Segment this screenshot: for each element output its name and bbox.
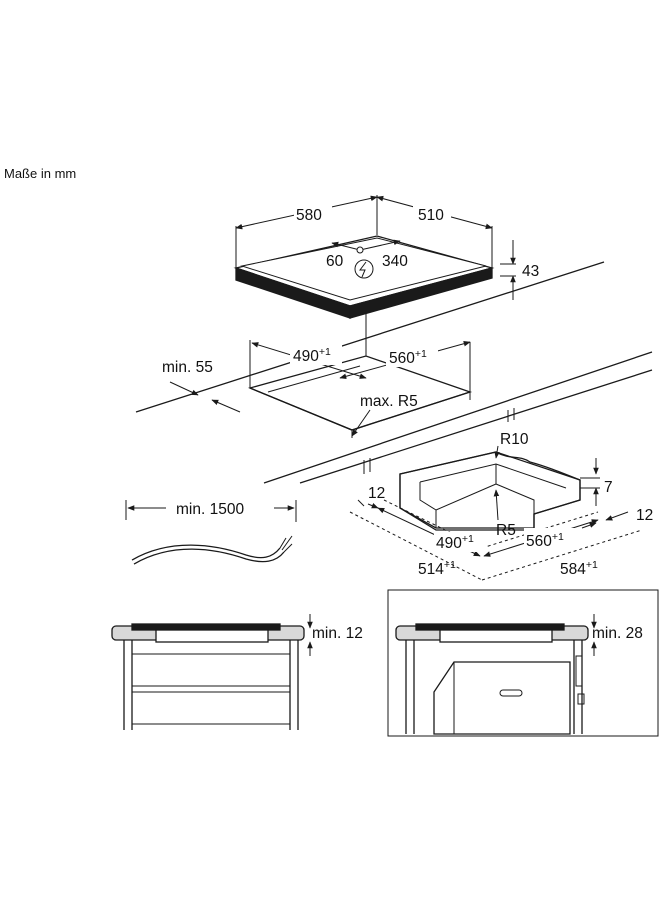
power-symbol-icon <box>354 259 374 279</box>
outer-depth-label: 584+1 <box>560 559 598 578</box>
outer-depth-tolerance: +1 <box>586 559 598 571</box>
inner-radius-label: R5 <box>496 522 516 539</box>
inner-depth-value: 560 <box>526 533 552 550</box>
worktop-cutout-drawing: 490+1 560+1 min. 55 max. R5 <box>135 261 653 484</box>
outer-depth-value: 584 <box>560 561 586 578</box>
units-caption: Maße in mm <box>4 166 76 181</box>
inner-depth-label: 560+1 <box>526 531 564 550</box>
inner-depth-tolerance: +1 <box>552 531 564 543</box>
corner-radius-label: max. R5 <box>360 393 418 410</box>
cable-length-label: min. 1500 <box>176 501 244 518</box>
rebate-side-label: 12 <box>368 485 385 502</box>
oven-gap-label: min. 28 <box>592 625 643 642</box>
hob-depth-label: 510 <box>418 207 444 224</box>
inner-width-label: 490+1 <box>436 533 474 552</box>
cutout-width-value: 490 <box>293 348 319 365</box>
cutout-width-label: 490+1 <box>293 346 331 365</box>
outer-width-tolerance: +1 <box>444 559 456 571</box>
front-distance-label: min. 55 <box>162 359 213 376</box>
hob-width-label: 580 <box>296 207 322 224</box>
outer-width-value: 514 <box>418 561 444 578</box>
outer-width-label: 514+1 <box>418 559 456 578</box>
oven-installation-drawing: min. 28 <box>387 589 659 737</box>
connection-offset-label: 60 <box>326 253 344 270</box>
hob-drawing: 580 510 60 340 43 <box>233 195 539 319</box>
cutout-depth-label: 560+1 <box>389 348 427 367</box>
cable-drawing: min. 1500 <box>125 497 297 565</box>
frame-drawing: R10 R5 7 12 12 490+1 560+1 514+1 584+1 <box>349 431 653 581</box>
inner-width-tolerance: +1 <box>462 533 474 545</box>
rebate-back-label: 12 <box>636 507 653 524</box>
drawer-installation-drawing: min. 12 <box>111 614 363 730</box>
cutout-depth-tolerance: +1 <box>415 348 427 360</box>
rebate-depth-label: 7 <box>604 479 613 496</box>
inner-width-value: 490 <box>436 535 462 552</box>
outer-radius-label: R10 <box>500 431 529 448</box>
cutout-width-tolerance: +1 <box>319 346 331 358</box>
drawer-gap-label: min. 12 <box>312 625 363 642</box>
cutout-depth-value: 560 <box>389 350 415 367</box>
hob-height-label: 43 <box>522 263 539 280</box>
connection-depth-label: 340 <box>382 253 408 270</box>
